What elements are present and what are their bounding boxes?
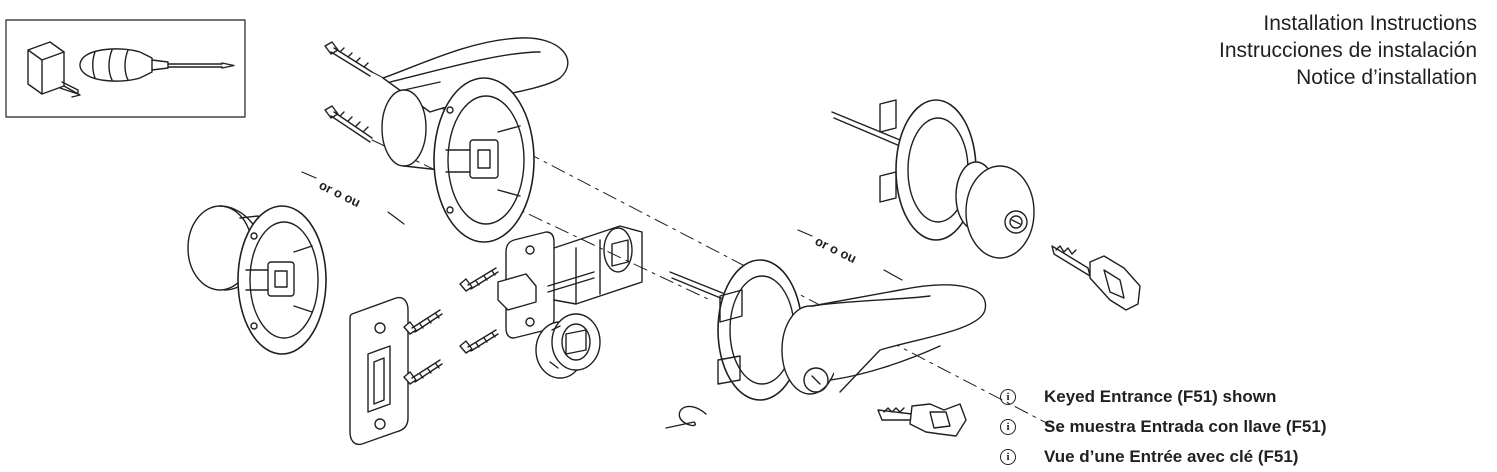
tape-measure-icon [27, 41, 81, 98]
long-mounting-screw [324, 41, 373, 77]
key [877, 403, 967, 437]
short-screw [459, 329, 499, 354]
title-english: Installation Instructions [1263, 12, 1477, 35]
short-screw [403, 309, 443, 335]
info-icon: i [1000, 449, 1016, 465]
info-icon: i [1000, 419, 1016, 435]
exterior-knob-assembly [831, 99, 1035, 259]
short-screw [403, 359, 443, 385]
interior-knob-assembly [187, 205, 327, 355]
shown-model-notes: i Keyed Entrance (F51) shown i Se muestr… [1000, 382, 1327, 472]
long-mounting-screw [324, 105, 373, 143]
note-spanish: i Se muestra Entrada con llave (F51) [1000, 412, 1327, 442]
title-block: Installation Instructions Instrucciones … [1219, 10, 1477, 91]
note-english: i Keyed Entrance (F51) shown [1000, 382, 1327, 412]
key [1051, 245, 1141, 311]
note-text: Vue d’une Entrée avec clé (F51) [1044, 447, 1299, 466]
exterior-lever-assembly [665, 259, 987, 429]
interior-lever-assembly [381, 37, 569, 243]
info-icon: i [1000, 389, 1016, 405]
short-screw [459, 267, 499, 292]
or-separator-left: or o ou [317, 177, 363, 210]
title-french: Notice d’installation [1296, 66, 1477, 89]
title-spanish: Instrucciones de instalación [1219, 39, 1477, 62]
drive-in-collar [535, 313, 601, 379]
note-text: Keyed Entrance (F51) shown [1044, 387, 1277, 406]
tools-box [5, 19, 246, 118]
or-separator-right: or o ou [813, 233, 859, 266]
screwdriver-icon [79, 48, 235, 82]
note-text: Se muestra Entrada con llave (F51) [1044, 417, 1327, 436]
strike-plate [349, 296, 409, 446]
note-french: i Vue d’une Entrée avec clé (F51) [1000, 442, 1327, 472]
